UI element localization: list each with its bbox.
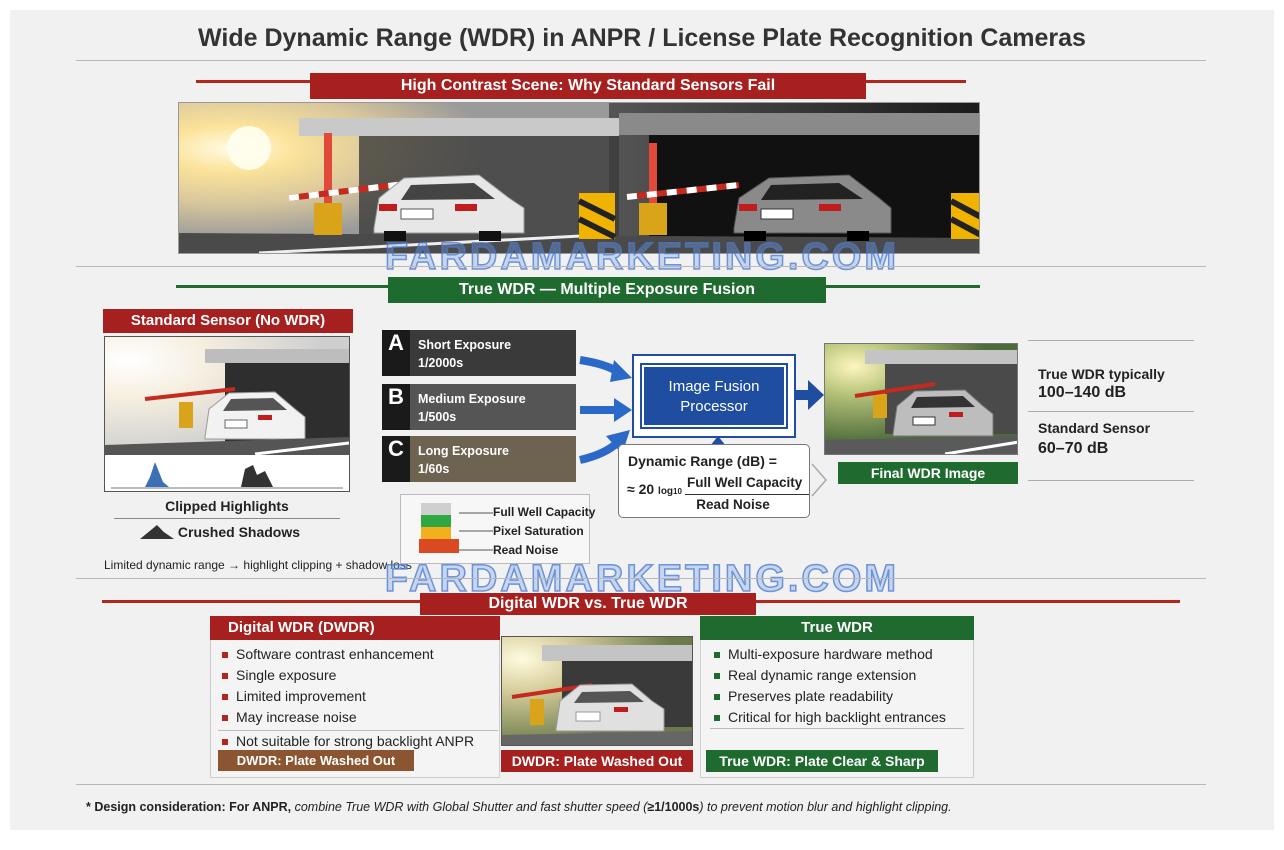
list-item: Real dynamic range extension bbox=[710, 665, 972, 686]
high-contrast-scene-image bbox=[178, 102, 980, 254]
section1-banner: High Contrast Scene: Why Standard Sensor… bbox=[310, 73, 866, 99]
formula-prefix: ≈ 20 log10 bbox=[627, 481, 682, 497]
list-item: Critical for high backlight entrances bbox=[710, 707, 972, 728]
exposure-name: Long Exposure bbox=[418, 444, 509, 458]
fraction-bar bbox=[685, 494, 809, 495]
legend-pixel-saturation: Pixel Saturation bbox=[493, 524, 584, 538]
footnote-shutter-speed: ≥1/1000s bbox=[647, 800, 700, 814]
pixel-well-red bbox=[419, 539, 459, 553]
standard-sensor-image bbox=[105, 337, 350, 491]
exposure-row-short: A Short Exposure 1/2000s bbox=[382, 330, 576, 376]
exposure-shutter: 1/500s bbox=[418, 410, 457, 424]
true-wdr-footer: True WDR: Plate Clear & Sharp bbox=[706, 750, 938, 772]
design-footnote: * Design consideration: For ANPR, combin… bbox=[86, 800, 1206, 814]
standard-sensor-caption: Limited dynamic range → highlight clippi… bbox=[104, 558, 412, 572]
list-item: May increase noise bbox=[218, 707, 498, 728]
final-wdr-label: Final WDR Image bbox=[838, 462, 1018, 484]
exposure-name: Short Exposure bbox=[418, 338, 512, 352]
processor-line2: Processor bbox=[680, 398, 748, 415]
pixel-well-green bbox=[421, 515, 451, 527]
shadow-histogram-icon bbox=[140, 525, 174, 539]
infographic: Wide Dynamic Range (WDR) in ANPR / Licen… bbox=[10, 10, 1274, 830]
exposure-name: Medium Exposure bbox=[418, 392, 526, 406]
divider bbox=[76, 266, 1206, 267]
section2-banner: True WDR — Multiple Exposure Fusion bbox=[388, 277, 826, 303]
dwdr-footer: DWDR: Plate Washed Out bbox=[218, 750, 414, 771]
middle-caption: DWDR: Plate Washed Out bbox=[501, 750, 693, 772]
exposure-shutter: 1/2000s bbox=[418, 356, 464, 370]
legend-leader-lines bbox=[459, 512, 493, 551]
parking-entrance-illustration bbox=[179, 103, 979, 253]
divider bbox=[114, 518, 340, 519]
exposure-shutter: 1/60s bbox=[418, 462, 450, 476]
pixel-well-yellow bbox=[421, 527, 451, 539]
exposure-letter: C bbox=[382, 436, 410, 482]
formula-denominator: Read Noise bbox=[696, 497, 770, 512]
arrow-up-icon bbox=[710, 436, 726, 446]
dwdr-illustration bbox=[502, 637, 692, 745]
footnote-italic2: ) to prevent motion blur and highlight c… bbox=[699, 800, 952, 814]
exposure-row-medium: B Medium Exposure 1/500s bbox=[382, 384, 576, 430]
dwdr-example-image bbox=[501, 636, 693, 746]
divider bbox=[1028, 480, 1194, 481]
fusion-arrows bbox=[579, 356, 632, 464]
page-title: Wide Dynamic Range (WDR) in ANPR / Licen… bbox=[198, 24, 1086, 52]
pixel-well-diagram: Full Well Capacity Pixel Saturation Read… bbox=[400, 494, 595, 564]
divider bbox=[710, 728, 964, 729]
dynamic-range-formula: Dynamic Range (dB) = ≈ 20 log10 Full Wel… bbox=[618, 444, 810, 518]
list-item: Software contrast enhancement bbox=[218, 644, 498, 665]
spec-standard-value: 60–70 dB bbox=[1038, 440, 1109, 457]
dwdr-feature-list: Software contrast enhancement Single exp… bbox=[218, 644, 498, 752]
crushed-shadows-text: Crushed Shadows bbox=[177, 524, 301, 540]
standard-sensor-label: Standard Sensor (No WDR) bbox=[103, 309, 353, 333]
divider bbox=[1028, 411, 1194, 412]
list-item: Single exposure bbox=[218, 665, 498, 686]
divider bbox=[76, 784, 1206, 785]
image-fusion-processor: Image Fusion Processor bbox=[642, 365, 786, 427]
exposure-letter: A bbox=[382, 330, 410, 376]
true-wdr-header: True WDR bbox=[700, 616, 974, 640]
spec-true-wdr-name: True WDR typically bbox=[1038, 366, 1165, 382]
formula-coefficient: ≈ 20 bbox=[627, 481, 655, 497]
exposure-text: Long Exposure 1/60s bbox=[418, 442, 509, 478]
watermark: FARDAMARKETING.COM bbox=[384, 235, 900, 279]
pixel-well-empty bbox=[421, 503, 451, 515]
formula-numerator: Full Well Capacity bbox=[687, 475, 803, 490]
arrow-right-icon bbox=[796, 380, 824, 410]
spec-standard-name: Standard Sensor bbox=[1038, 420, 1151, 436]
list-item: Not suitable for strong backlight ANPR bbox=[218, 730, 498, 752]
chevron-right-icon bbox=[811, 463, 827, 497]
spec-true-wdr-value: 100–140 dB bbox=[1038, 384, 1127, 401]
final-wdr-image bbox=[824, 343, 1018, 455]
final-wdr-illustration bbox=[825, 344, 1017, 454]
legend-full-well: Full Well Capacity bbox=[493, 505, 596, 519]
divider bbox=[76, 60, 1206, 61]
dwdr-header: Digital WDR (DWDR) bbox=[210, 616, 500, 640]
legend-read-noise: Read Noise bbox=[493, 543, 559, 557]
divider bbox=[1028, 340, 1194, 341]
divider bbox=[76, 578, 1206, 579]
exposure-text: Short Exposure 1/2000s bbox=[418, 336, 511, 372]
clipped-highlights-label: Clipped Highlights bbox=[165, 498, 289, 514]
footnote-lead: * Design consideration: For ANPR, bbox=[86, 800, 292, 814]
formula-title: Dynamic Range (dB) = bbox=[628, 453, 777, 469]
standard-sensor-panel bbox=[104, 336, 350, 492]
crushed-shadows-label: Crushed Shadows bbox=[140, 524, 340, 540]
formula-log-base: 10 bbox=[673, 487, 682, 496]
list-item: Preserves plate readability bbox=[710, 686, 972, 707]
list-item: Multi-exposure hardware method bbox=[710, 644, 972, 665]
true-wdr-feature-list: Multi-exposure hardware method Real dyna… bbox=[710, 644, 972, 728]
processor-line1: Image Fusion bbox=[668, 378, 760, 395]
formula-log: log bbox=[658, 486, 674, 497]
exposure-row-long: C Long Exposure 1/60s bbox=[382, 436, 576, 482]
section3-banner: Digital WDR vs. True WDR bbox=[420, 593, 756, 615]
footnote-italic1: combine True WDR with Global Shutter and… bbox=[294, 800, 648, 814]
exposure-text: Medium Exposure 1/500s bbox=[418, 390, 526, 426]
exposure-letter: B bbox=[382, 384, 410, 430]
list-item: Limited improvement bbox=[218, 686, 498, 707]
